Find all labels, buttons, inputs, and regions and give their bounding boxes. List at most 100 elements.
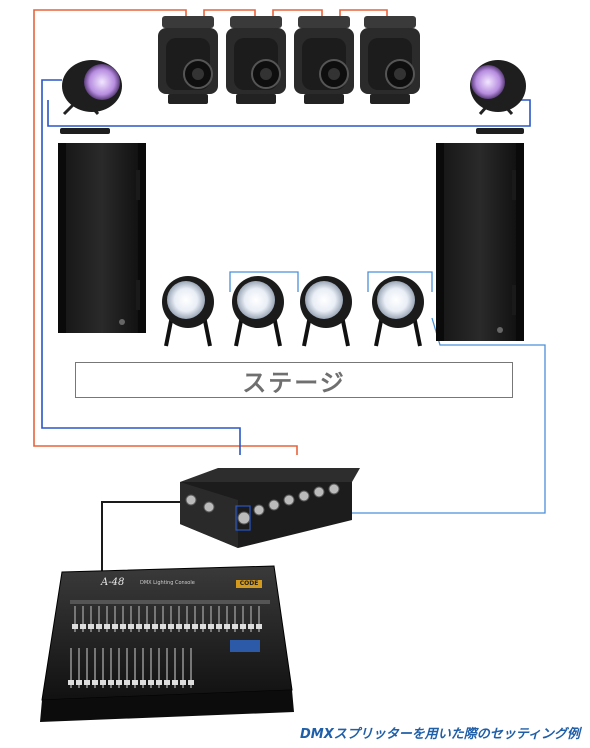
faders-bottom bbox=[68, 648, 194, 688]
fader-slot bbox=[194, 606, 196, 632]
fader-slot bbox=[98, 606, 100, 632]
fader-knob bbox=[96, 624, 102, 629]
stage-box: ステージ bbox=[75, 362, 513, 398]
led-par-light-icon bbox=[162, 276, 214, 347]
dmx-line-lightblue-pars-2 bbox=[367, 271, 433, 292]
fader-knob bbox=[148, 680, 154, 685]
led-par-light-icon bbox=[372, 276, 424, 347]
fader-slot bbox=[186, 606, 188, 632]
dmx-line-orange-left bbox=[33, 9, 298, 455]
fader-slot bbox=[142, 648, 144, 688]
fader-slot bbox=[158, 648, 160, 688]
fader-knob bbox=[112, 624, 118, 629]
fader-knob bbox=[132, 680, 138, 685]
lighting-console-icon bbox=[40, 565, 294, 722]
fader-slot bbox=[118, 648, 120, 688]
fader-knob bbox=[188, 680, 194, 685]
fader-slot bbox=[258, 606, 260, 632]
dmx-line-blue-top-par bbox=[47, 99, 531, 127]
fader-knob bbox=[256, 624, 262, 629]
fader-knob bbox=[76, 680, 82, 685]
fader-knob bbox=[92, 680, 98, 685]
moving-head-light-icon bbox=[294, 16, 354, 104]
fader-slot bbox=[242, 606, 244, 632]
fader-knob bbox=[180, 680, 186, 685]
fader-knob bbox=[192, 624, 198, 629]
fader-knob bbox=[100, 680, 106, 685]
fader-slot bbox=[202, 606, 204, 632]
dmx-line-blue-left bbox=[41, 79, 241, 455]
led-par-light-icon bbox=[300, 276, 352, 347]
fader-knob bbox=[168, 624, 174, 629]
console-subtitle: DMX Lighting Console bbox=[140, 580, 195, 586]
fader-slot bbox=[122, 606, 124, 632]
fader-slot bbox=[190, 648, 192, 688]
fader-slot bbox=[90, 606, 92, 632]
fader-knob bbox=[176, 624, 182, 629]
led-par-light-icon bbox=[232, 276, 284, 347]
fader-slot bbox=[170, 606, 172, 632]
stage-label: ステージ bbox=[242, 368, 346, 397]
fader-slot bbox=[78, 648, 80, 688]
fader-knob bbox=[160, 624, 166, 629]
fader-slot bbox=[86, 648, 88, 688]
fader-knob bbox=[116, 680, 122, 685]
fader-slot bbox=[82, 606, 84, 632]
fader-slot bbox=[110, 648, 112, 688]
moving-head-light-icon bbox=[158, 16, 218, 104]
dmx-cabling bbox=[33, 9, 546, 575]
fader-slot bbox=[114, 606, 116, 632]
dmx-line-lightblue-pars bbox=[229, 271, 299, 292]
fader-slot bbox=[150, 648, 152, 688]
fader-slot bbox=[226, 606, 228, 632]
top-par-lights bbox=[60, 60, 526, 134]
fader-knob bbox=[216, 624, 222, 629]
fader-slot bbox=[174, 648, 176, 688]
fader-knob bbox=[140, 680, 146, 685]
moving-head-light-icon bbox=[226, 16, 286, 104]
fader-knob bbox=[84, 680, 90, 685]
console-brand: A-48 bbox=[101, 577, 125, 588]
fader-slot bbox=[126, 648, 128, 688]
speaker-icon bbox=[58, 143, 146, 333]
moving-head-light-icon bbox=[360, 16, 420, 104]
fader-knob bbox=[184, 624, 190, 629]
diagram-caption: DMXスプリッターを用いた際のセッティング例 bbox=[300, 727, 580, 742]
fader-slot bbox=[130, 606, 132, 632]
fader-knob bbox=[72, 624, 78, 629]
fader-knob bbox=[152, 624, 158, 629]
fader-slot bbox=[234, 606, 236, 632]
fader-knob bbox=[128, 624, 134, 629]
fader-slot bbox=[134, 648, 136, 688]
fader-knob bbox=[108, 680, 114, 685]
fader-knob bbox=[80, 624, 86, 629]
fader-knob bbox=[240, 624, 246, 629]
led-par-light-icon bbox=[470, 60, 526, 134]
fader-slot bbox=[146, 606, 148, 632]
fader-slot bbox=[182, 648, 184, 688]
fader-knob bbox=[136, 624, 142, 629]
fader-slot bbox=[218, 606, 220, 632]
fader-knob bbox=[172, 680, 178, 685]
dmx-line-orange-heads-2 bbox=[272, 9, 323, 18]
console-badge: CODE bbox=[236, 580, 262, 588]
fader-slot bbox=[106, 606, 108, 632]
dmx-line-orange-heads-3 bbox=[339, 9, 388, 18]
fader-knob bbox=[208, 624, 214, 629]
fader-slot bbox=[178, 606, 180, 632]
fader-slot bbox=[102, 648, 104, 688]
fader-slot bbox=[70, 648, 72, 688]
fader-slot bbox=[162, 606, 164, 632]
dmx-line-lightblue-right bbox=[322, 317, 546, 514]
fader-slot bbox=[154, 606, 156, 632]
dmx-splitter-icon bbox=[180, 468, 360, 548]
fader-slot bbox=[250, 606, 252, 632]
fader-knob bbox=[104, 624, 110, 629]
fader-knob bbox=[88, 624, 94, 629]
fader-knob bbox=[156, 680, 162, 685]
fader-knob bbox=[248, 624, 254, 629]
fader-knob bbox=[124, 680, 130, 685]
moving-head-lights bbox=[158, 16, 420, 104]
fader-slot bbox=[166, 648, 168, 688]
fader-slot bbox=[210, 606, 212, 632]
